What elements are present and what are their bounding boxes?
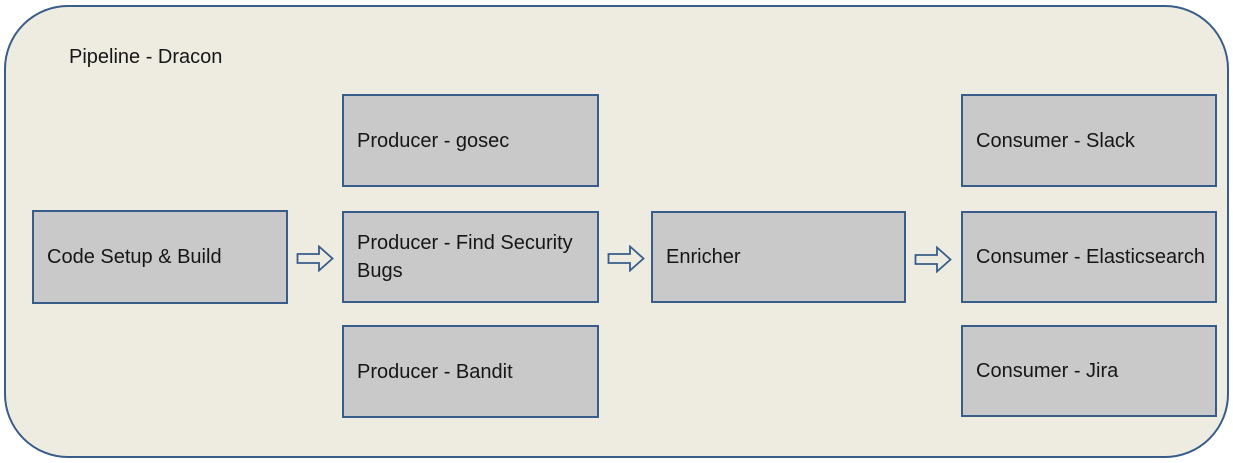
node-label: Consumer - Slack [976, 129, 1135, 152]
node-label: Producer - gosec [357, 129, 510, 152]
node-label: Consumer - Elasticsearch [976, 246, 1205, 268]
right-arrow-icon [296, 245, 334, 272]
right-arrow-icon [914, 246, 952, 273]
right-arrow-icon [607, 245, 645, 272]
node-consumer-jira: Consumer - Jira [961, 325, 1217, 417]
node-producer-find-security-bugs: Producer - Find Security Bugs [342, 211, 599, 303]
node-label: Enricher [666, 246, 741, 268]
node-consumer-slack: Consumer - Slack [961, 94, 1217, 187]
node-label: Producer - Find Security Bugs [357, 232, 573, 282]
node-enricher: Enricher [651, 211, 906, 303]
node-label: Code Setup & Build [47, 246, 222, 268]
node-consumer-elasticsearch: Consumer - Elasticsearch [961, 211, 1217, 303]
node-label: Producer - Bandit [357, 360, 513, 383]
node-code-setup-build: Code Setup & Build [32, 210, 288, 304]
node-producer-bandit: Producer - Bandit [342, 325, 599, 418]
node-label: Consumer - Jira [976, 360, 1119, 382]
node-producer-gosec: Producer - gosec [342, 94, 599, 187]
pipeline-container: Pipeline - Dracon Code Setup & Build Pro… [4, 5, 1229, 458]
diagram-title: Pipeline - Dracon [69, 46, 223, 68]
